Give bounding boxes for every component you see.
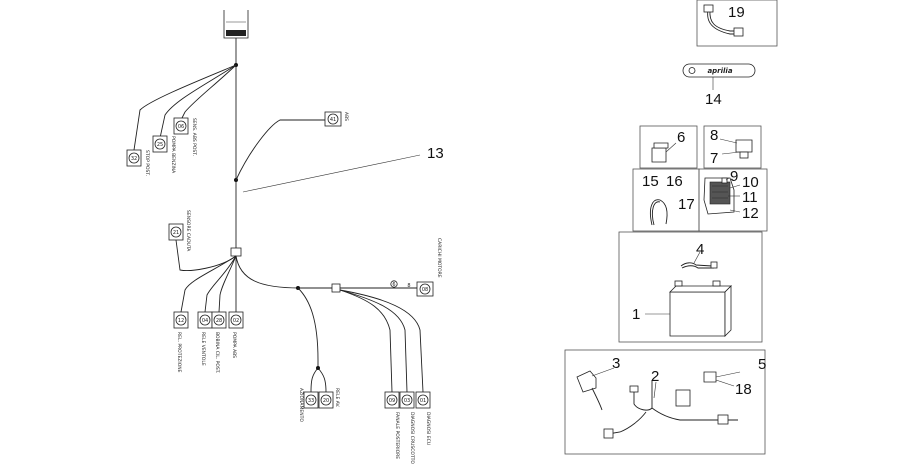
svg-text:12: 12 bbox=[178, 318, 184, 324]
callout-5[interactable]: 5 bbox=[758, 356, 766, 373]
svg-text:20: 20 bbox=[323, 398, 329, 404]
svg-text:RELE VENTOLE: RELE VENTOLE bbox=[200, 332, 206, 366]
connector-25: 25 POMPA BENZINA bbox=[152, 135, 176, 174]
part-19-group: 19 bbox=[696, 0, 778, 47]
callout-17[interactable]: 17 bbox=[678, 196, 695, 213]
callout-10[interactable]: 10 bbox=[742, 174, 759, 191]
connector-03: 03 DIAGNOSI CRUSCOTTO bbox=[399, 391, 415, 464]
svg-text:32: 32 bbox=[131, 156, 137, 162]
svg-text:AZIONAMENTO: AZIONAMENTO bbox=[298, 388, 304, 422]
callout-9[interactable]: 9 bbox=[730, 168, 738, 185]
svg-text:FANALE POSTERIORE: FANALE POSTERIORE bbox=[394, 412, 400, 459]
connector-33: 33 AZIONAMENTO bbox=[298, 388, 319, 422]
part-7-8-group: 8 7 bbox=[703, 125, 762, 169]
battery-group: 4 1 bbox=[618, 231, 763, 343]
svg-text:STOP POST.: STOP POST. bbox=[144, 150, 150, 176]
svg-text:02: 02 bbox=[233, 318, 239, 324]
callout-16[interactable]: 16 bbox=[666, 173, 683, 190]
connector-02: 02 POMPA ABS bbox=[228, 311, 244, 358]
connector-09: 09 FANALE POSTERIORE bbox=[384, 391, 400, 459]
svg-text:POMPA BENZINA: POMPA BENZINA bbox=[170, 136, 176, 174]
part-6-group: 6 bbox=[639, 125, 698, 169]
fuse-box-group: 9 10 11 12 bbox=[698, 168, 768, 232]
svg-text:DIAGNOSI CRUSCOTTO: DIAGNOSI CRUSCOTTO bbox=[409, 412, 415, 464]
svg-text:SENS. ABS POST.: SENS. ABS POST. bbox=[191, 118, 197, 156]
connector-21: 21 SENSORE CADUTA bbox=[168, 210, 191, 252]
svg-text:28: 28 bbox=[216, 318, 222, 324]
svg-text:01: 01 bbox=[420, 398, 426, 404]
cable-kit-group: 3 2 5 18 bbox=[564, 349, 766, 455]
connector-04: 04 RELE VENTOLE bbox=[197, 311, 213, 366]
callout-13[interactable]: 13 bbox=[427, 145, 444, 162]
connector-32: 32 STOP POST. bbox=[126, 149, 150, 176]
callout-11[interactable]: 11 bbox=[742, 189, 758, 206]
callout-2[interactable]: 2 bbox=[651, 368, 659, 385]
callout-3[interactable]: 3 bbox=[612, 355, 620, 372]
callout-4[interactable]: 4 bbox=[696, 241, 704, 258]
connector-01: 01 DIAGNOSI ECU bbox=[415, 391, 431, 445]
leader-13 bbox=[242, 154, 421, 193]
svg-text:BOBINA CIL. POST.: BOBINA CIL. POST. bbox=[214, 332, 220, 373]
connector-08: 08 CARICHI MOTORE bbox=[416, 238, 442, 297]
connector-20: 20 RELE AV. bbox=[318, 388, 340, 409]
svg-text:ABS: ABS bbox=[343, 112, 349, 121]
junction-box bbox=[230, 247, 242, 257]
callout-14[interactable]: 14 bbox=[705, 91, 722, 108]
svg-text:21: 21 bbox=[173, 230, 179, 236]
svg-text:POMPA ABS: POMPA ABS bbox=[231, 332, 237, 358]
svg-text:03: 03 bbox=[404, 398, 410, 404]
svg-text:04: 04 bbox=[202, 318, 208, 324]
callout-18[interactable]: 18 bbox=[735, 381, 752, 398]
connector-12: 12 REL. PROTEZIONE bbox=[173, 311, 189, 373]
svg-text:33: 33 bbox=[308, 398, 314, 404]
aprilia-logo: aprilia bbox=[707, 67, 732, 75]
svg-text:08: 08 bbox=[422, 287, 428, 293]
top-connector bbox=[223, 10, 249, 44]
svg-text:CARICHI MOTORE: CARICHI MOTORE bbox=[436, 238, 442, 278]
connector-28: 28 BOBINA CIL. POST. bbox=[211, 311, 227, 373]
part-15-16-17-group: 15 16 17 bbox=[632, 168, 700, 232]
wiring-harness: 6 8 32 STOP POST. 25 POMPA BENZINA 06 SE… bbox=[126, 10, 444, 464]
callout-19[interactable]: 19 bbox=[728, 4, 745, 21]
svg-text:DIAGNOSI ECU: DIAGNOSI ECU bbox=[425, 412, 431, 445]
callout-12[interactable]: 12 bbox=[742, 205, 759, 222]
svg-text:41: 41 bbox=[330, 117, 336, 123]
svg-text:REL. PROTEZIONE: REL. PROTEZIONE bbox=[176, 332, 182, 373]
callout-15[interactable]: 15 bbox=[642, 173, 659, 190]
connector-06: 06 SENS. ABS POST. bbox=[173, 117, 197, 156]
wire-mark-8: 8 bbox=[407, 283, 410, 289]
wire-mark-6: 6 bbox=[392, 282, 395, 288]
callout-8[interactable]: 8 bbox=[710, 127, 718, 144]
svg-text:RELE AV.: RELE AV. bbox=[334, 388, 340, 408]
svg-text:25: 25 bbox=[157, 142, 163, 148]
connector-41: 41 ABS bbox=[324, 111, 349, 127]
svg-text:06: 06 bbox=[178, 124, 184, 130]
part-14-group: aprilia 14 bbox=[682, 63, 756, 108]
callout-7[interactable]: 7 bbox=[710, 150, 718, 167]
callout-1[interactable]: 1 bbox=[632, 306, 640, 323]
svg-text:09: 09 bbox=[389, 398, 395, 404]
svg-text:SENSORE CADUTA: SENSORE CADUTA bbox=[185, 210, 191, 252]
mid-junction bbox=[331, 283, 341, 293]
callout-6[interactable]: 6 bbox=[677, 129, 685, 146]
